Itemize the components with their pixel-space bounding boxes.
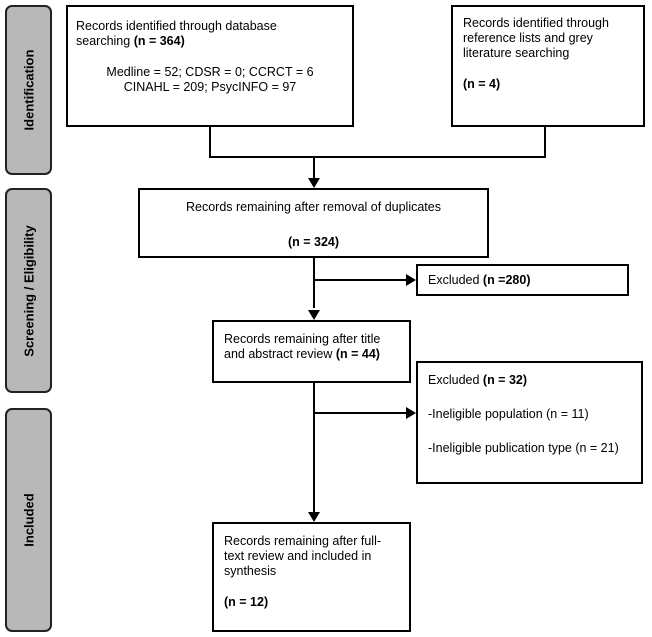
connector-reference-down (544, 126, 546, 158)
fulltext-count: (n = 12) (224, 595, 269, 609)
reference-line1: Records identified through (463, 16, 609, 30)
arrowhead-to-title-abstract (308, 310, 320, 320)
connector-database-down (209, 126, 211, 158)
connector-duplicates-down (313, 257, 315, 308)
connector-to-duplicates (313, 156, 315, 178)
connector-merge-horizontal (209, 156, 546, 158)
title-abstract-line2-prefix: and abstract review (224, 347, 336, 361)
excluded1-prefix: Excluded (428, 273, 483, 287)
database-detail2: CINAHL = 209; PsycINFO = 97 (123, 80, 297, 94)
connector-to-excluded2 (313, 412, 406, 414)
connector-title-down (313, 382, 315, 512)
stage-screening: Screening / Eligibility (5, 188, 52, 393)
stage-included: Included (5, 408, 52, 632)
database-count: (n = 364) (133, 34, 185, 48)
reference-line3: literature searching (463, 46, 570, 60)
box-excluded-fulltext: Excluded (n = 32) -Ineligible population… (416, 361, 643, 484)
duplicates-line1: Records remaining after removal of dupli… (186, 200, 441, 214)
stage-identification: Identification (5, 5, 52, 175)
box-duplicates-removed: Records remaining after removal of dupli… (138, 188, 489, 258)
excluded2-reason2: -Ineligible publication type (n = 21) (428, 441, 619, 455)
box-excluded-duplicates: Excluded (n =280) (416, 264, 629, 296)
arrowhead-to-duplicates (308, 178, 320, 188)
arrowhead-to-excluded1 (406, 274, 416, 286)
database-detail1: Medline = 52; CDSR = 0; CCRCT = 6 (106, 65, 314, 79)
duplicates-count: (n = 324) (287, 235, 340, 249)
database-line1: Records identified through database (76, 19, 277, 33)
fulltext-line1: Records remaining after full- (224, 534, 382, 548)
box-reference-search: Records identified through reference lis… (451, 5, 645, 127)
excluded2-prefix: Excluded (428, 373, 483, 387)
fulltext-line3: synthesis (224, 564, 277, 578)
reference-count: (n = 4) (463, 77, 501, 91)
arrowhead-to-fulltext (308, 512, 320, 522)
box-fulltext-included: Records remaining after full- text revie… (212, 522, 411, 632)
excluded2-count: (n = 32) (482, 373, 528, 387)
excluded2-reason1: -Ineligible population (n = 11) (428, 407, 589, 421)
arrowhead-to-excluded2 (406, 407, 416, 419)
title-abstract-line2: and abstract review (n = 44) (224, 347, 399, 362)
title-abstract-count: (n = 44) (335, 347, 380, 361)
database-line2-prefix: searching (76, 34, 134, 48)
box-database-search: Records identified through database sear… (66, 5, 354, 127)
connector-to-excluded1 (313, 279, 406, 281)
fulltext-line2: text review and included in (224, 549, 372, 563)
reference-line2: reference lists and grey (463, 31, 593, 45)
excluded1-count: (n =280) (482, 273, 531, 287)
title-abstract-line1: Records remaining after title (224, 332, 381, 346)
database-line2: searching (n = 364) (76, 34, 344, 49)
box-title-abstract-review: Records remaining after title and abstra… (212, 320, 411, 383)
